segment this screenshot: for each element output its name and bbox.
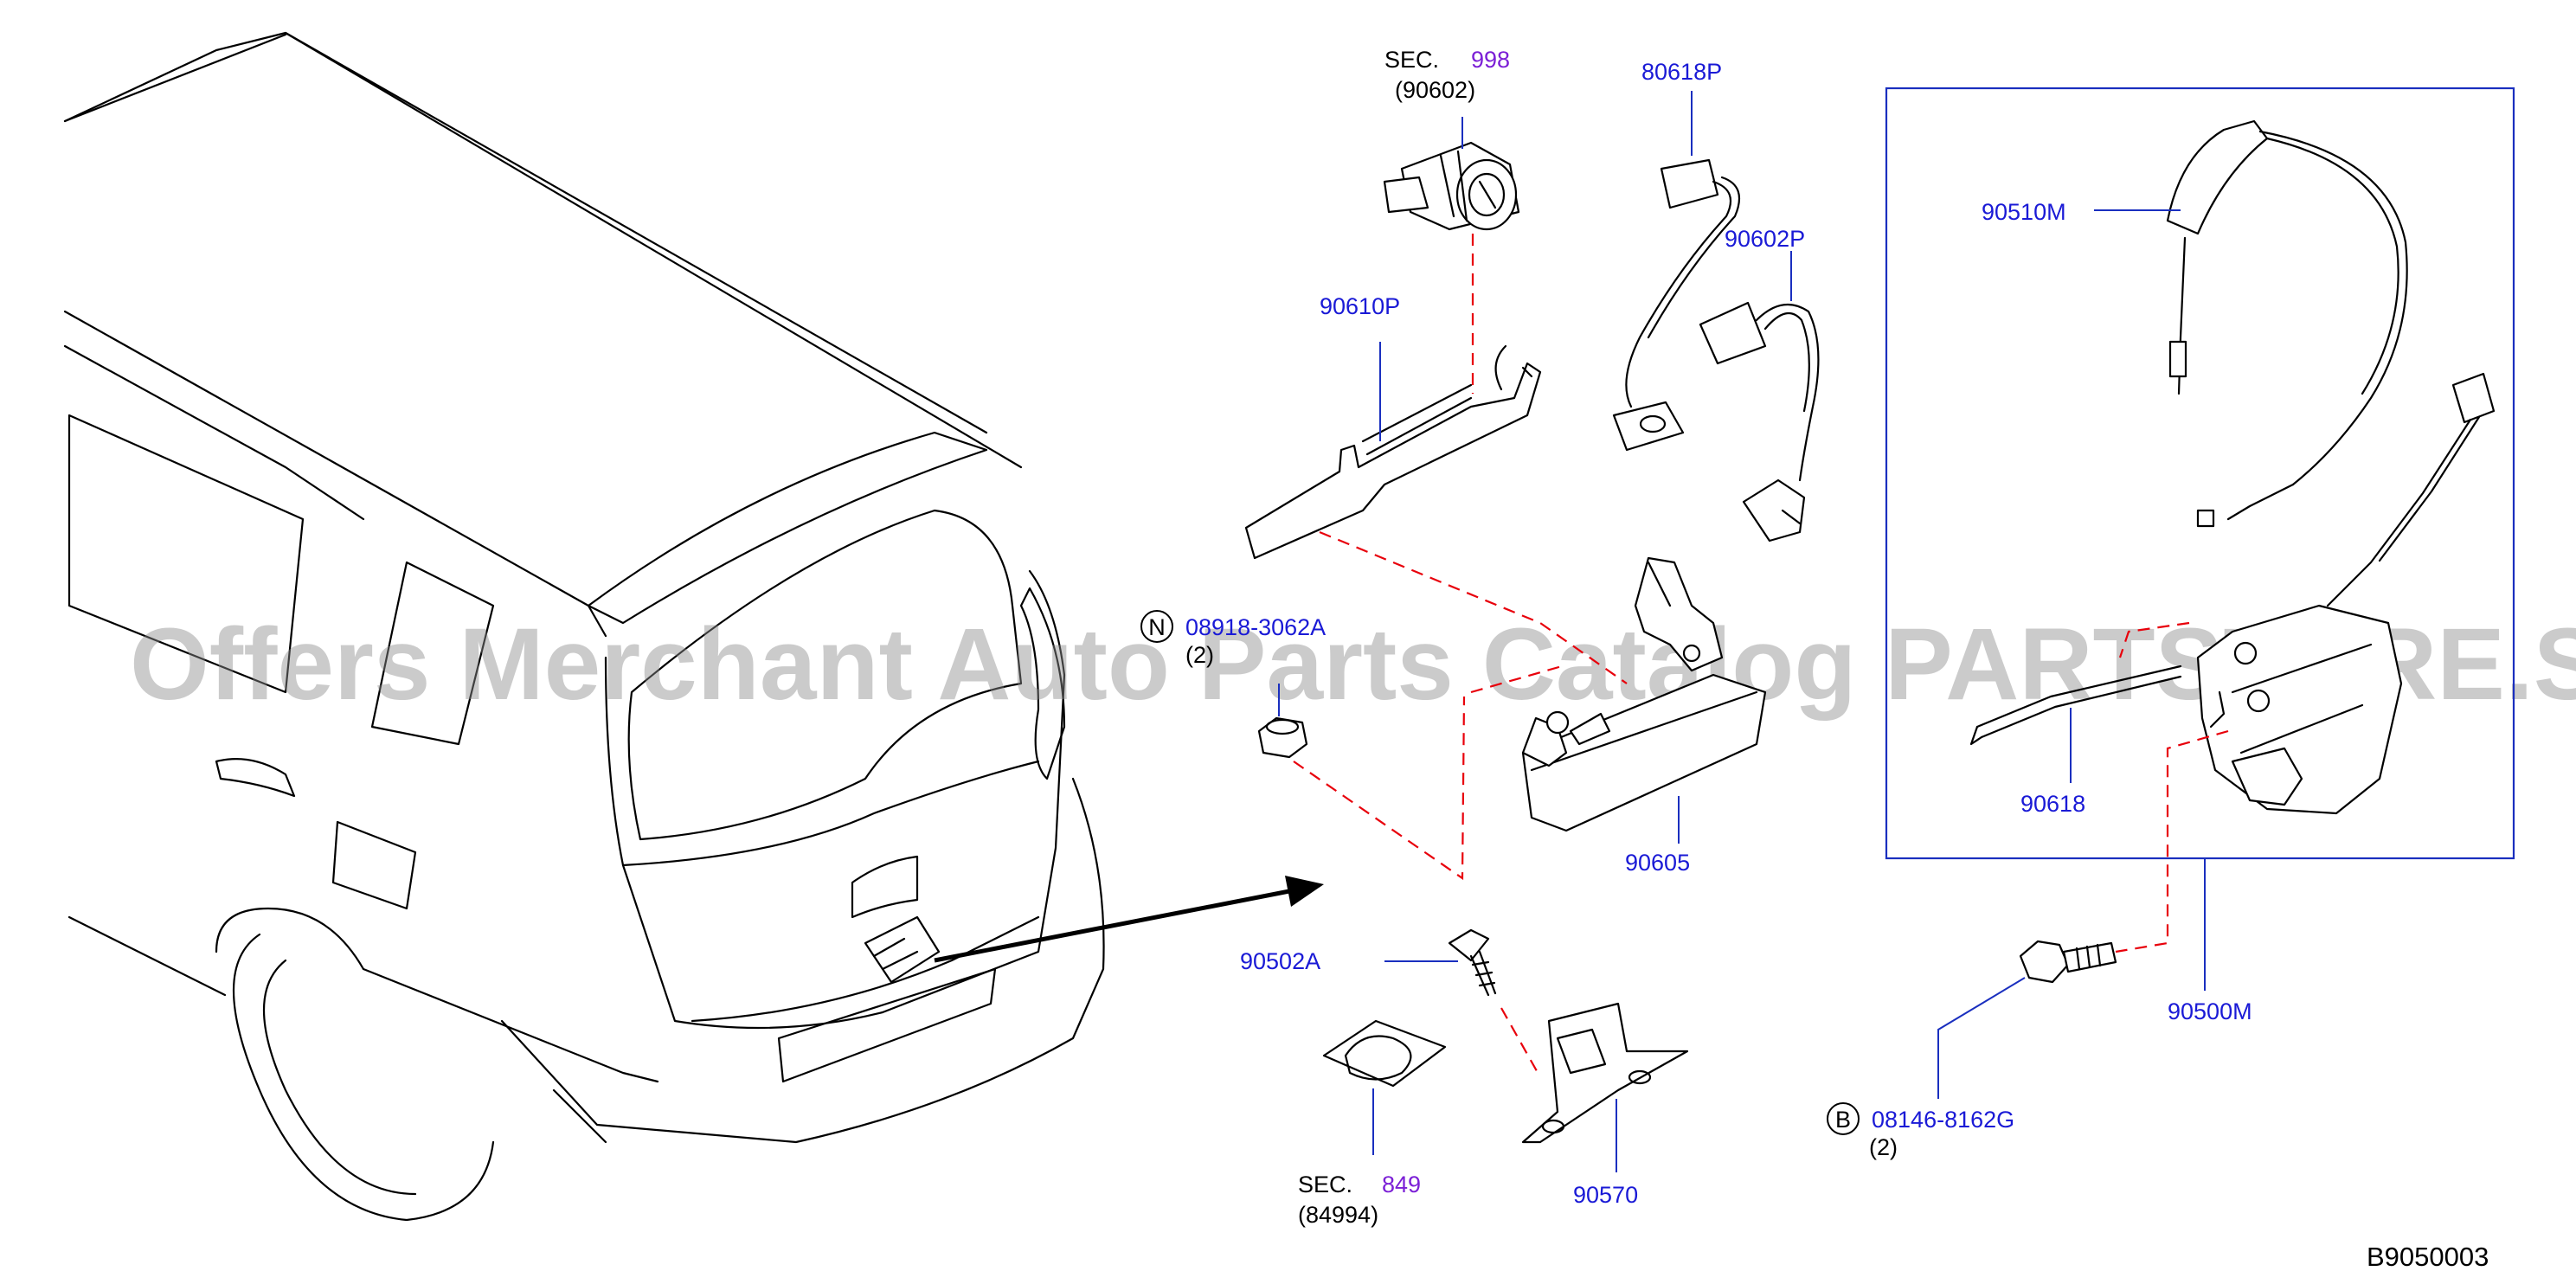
handle-bezel-sec-849 xyxy=(1322,1019,1447,1088)
dashed-screw-to-plate xyxy=(1500,1007,1541,1078)
dashed-lever-to-handle xyxy=(1319,530,1628,684)
handle-bracket xyxy=(1634,556,1724,672)
sec-849-prefix: SEC. xyxy=(1298,1172,1352,1197)
latch-harness xyxy=(2326,372,2496,607)
bolt-qty: (2) xyxy=(1869,1134,1898,1160)
leader-08146-8162G xyxy=(1937,977,2026,1099)
dashed-latch-to-bolt xyxy=(2115,729,2229,953)
label-90502A[interactable]: 90502A xyxy=(1240,948,1320,974)
nut-qty: (2) xyxy=(1185,642,1214,668)
harness-90602P xyxy=(1699,301,1820,542)
nut-symbol: N xyxy=(1148,614,1166,640)
label-90618[interactable]: 90618 xyxy=(2020,791,2085,817)
vehicle-illustration xyxy=(63,31,1324,1222)
sec-849-number[interactable]: 849 xyxy=(1382,1172,1421,1197)
bolt-callout: B 08146-8162G (2) xyxy=(1827,1102,2014,1160)
bolt-08146-8162G xyxy=(2019,940,2117,984)
dashed-handle-to-bracket xyxy=(1470,664,1563,694)
sec-998-sub: (90602) xyxy=(1395,77,1475,103)
dashed-nut-to-handle xyxy=(1293,696,1466,881)
nut-08918-3062A xyxy=(1257,716,1308,759)
label-90510M[interactable]: 90510M xyxy=(1982,199,2066,225)
dashed-latch-to-rod xyxy=(2118,621,2190,658)
sec-998-number[interactable]: 998 xyxy=(1471,47,1510,73)
label-90605[interactable]: 90605 xyxy=(1625,850,1690,876)
latch-90500M xyxy=(2196,604,2403,815)
plate-90570 xyxy=(1521,1002,1689,1144)
label-90570[interactable]: 90570 xyxy=(1573,1182,1638,1208)
lever-rod-90610P xyxy=(1244,344,1542,560)
label-08146-8162G[interactable]: 08146-8162G xyxy=(1872,1107,2014,1133)
label-80618P[interactable]: 80618P xyxy=(1641,59,1722,85)
bolt-symbol-circle xyxy=(1827,1102,1860,1135)
label-90610P[interactable]: 90610P xyxy=(1320,293,1400,319)
screw-90502A xyxy=(1448,928,1497,997)
handle-90605 xyxy=(1521,673,1767,832)
cable-90510M xyxy=(2166,119,2408,528)
label-90500M[interactable]: 90500M xyxy=(2168,998,2252,1024)
sec-849-sub: (84994) xyxy=(1298,1202,1378,1228)
label-08918-3062A[interactable]: 08918-3062A xyxy=(1185,614,1326,640)
lock-cylinder xyxy=(1383,141,1520,231)
label-90602P[interactable]: 90602P xyxy=(1725,226,1805,252)
latch-kit-frame xyxy=(1885,87,2515,860)
bolt-symbol: B xyxy=(1835,1107,1851,1133)
nut-callout: N 08918-3062A (2) xyxy=(1140,610,1326,668)
diagram-code: B9050003 xyxy=(2367,1242,2489,1272)
nut-symbol-circle xyxy=(1140,610,1173,643)
harness-80618P xyxy=(1612,158,1741,452)
rod-90618 xyxy=(1969,664,2182,746)
sec-998-prefix: SEC. xyxy=(1384,47,1439,73)
